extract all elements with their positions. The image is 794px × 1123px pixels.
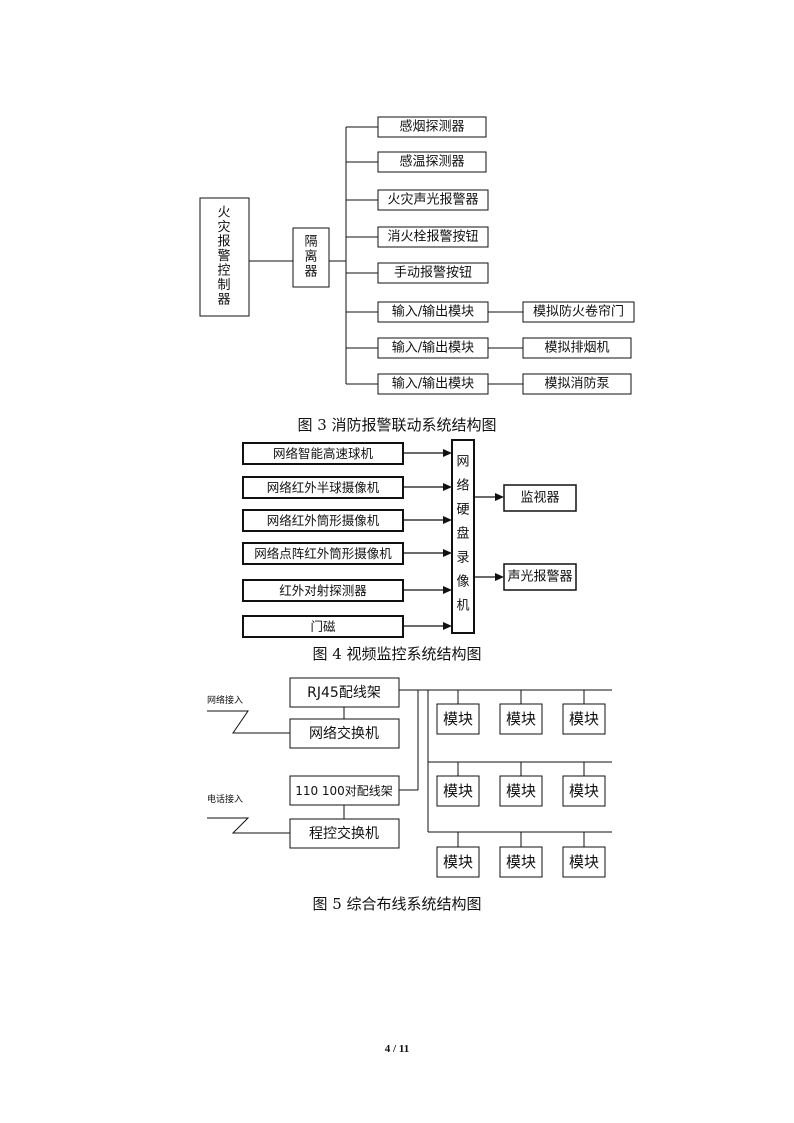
arrow-head [443,586,452,594]
controller-label-char: 报 [217,235,230,250]
video-surveillance-diagram: 网络智能高速球机网络红外半球摄像机网络红外筒形摄像机网络点阵红外筒形摄像机红外对… [242,439,577,638]
controller-label-char: 警 [217,248,230,264]
device-label: 输入/输出模块 [392,376,474,392]
device-box [377,226,489,248]
module-label: 模块 [506,853,536,871]
switch-box [289,718,400,749]
monitor-box [503,484,577,512]
module-label: 模块 [506,782,536,800]
camera-label: 门磁 [310,619,336,634]
linked-device-label: 模拟消防泵 [544,376,609,392]
arrow-head [443,516,452,524]
pbx-label: 程控交换机 [309,825,379,842]
recorder-label-char: 录 [456,551,469,566]
camera-label: 红外对射探测器 [279,583,367,598]
fire-alarm-diagram: 火灾报警控制器隔离器感烟探测器感温探测器火灾声光报警器消火栓报警按钮手动报警按钮… [199,116,635,395]
module-label: 模块 [506,710,536,728]
rj45-label: RJ45配线架 [307,685,381,701]
camera-label: 网络点阵红外筒形摄像机 [254,546,392,561]
recorder-label-char: 盘 [456,526,469,542]
module-label: 模块 [443,782,473,800]
module-box [499,846,543,878]
device-label: 感烟探测器 [399,119,464,135]
module-box [499,775,543,807]
switch-label: 网络交换机 [309,725,379,742]
module-box [562,846,606,878]
controller-label-char: 控 [217,264,230,279]
phone-in-line [207,817,290,834]
device-label: 感温探测器 [399,154,464,170]
recorder-label-char: 硬 [456,503,469,518]
controller-label-char: 灾 [217,219,230,235]
recorder-label-char: 络 [456,478,469,494]
linked-device-box [522,373,632,395]
linked-device-label: 模拟排烟机 [544,341,609,356]
module-label: 模块 [443,853,473,871]
module-box [562,775,606,807]
module-label: 模块 [569,853,599,871]
device-label: 输入/输出模块 [392,340,474,356]
alarm-box [503,563,577,591]
module-box [562,703,606,735]
arrow-head [443,483,452,491]
device-box [377,151,487,173]
fig4-caption: 图 4 视频监控系统结构图 [312,645,482,663]
module-label: 模块 [569,782,599,800]
device-label: 消火栓报警按钮 [387,229,478,245]
device-box [377,116,487,138]
device-box [377,189,489,211]
recorder-label-char: 网 [456,455,469,470]
isolator-label-char: 隔 [304,235,317,250]
fig5-caption: 图 5 综合布线系统结构图 [312,895,482,913]
isolator-box [292,227,330,288]
fig3-caption: 图 3 消防报警联动系统结构图 [297,416,497,434]
device-label: 火灾声光报警器 [387,192,478,208]
linked-device-label: 模拟防火卷帘门 [533,304,624,320]
controller-box [199,197,250,317]
controller-label-char: 火 [217,206,230,221]
isolator-label-char: 离 [304,249,317,265]
frame110-label: 110 100对配线架 [295,784,393,798]
controller-label-char: 器 [217,293,230,308]
recorder-box [451,439,475,634]
camera-label: 网络智能高速球机 [273,446,374,461]
cabling-diagram: RJ45配线架网络交换机110 100对配线架程控交换机网络接入电话接入模块模块… [207,677,612,878]
phone-in-label: 电话接入 [207,793,243,805]
controller-label-char: 制 [217,278,230,293]
module-box [499,703,543,735]
isolator-label-char: 器 [304,265,317,280]
pbx-box [289,818,400,849]
module-box [436,775,480,807]
device-box [377,262,489,284]
recorder-label-char: 像 [456,575,469,590]
network-in-label: 网络接入 [207,694,243,706]
camera-label: 网络红外半球摄像机 [267,480,380,495]
module-label: 模块 [443,710,473,728]
module-label: 模块 [569,710,599,728]
arrow-head [443,449,452,457]
device-label: 手动报警按钮 [394,265,472,281]
recorder-label-char: 机 [456,599,469,614]
network-in-line [207,710,290,734]
page-number: 4 / 11 [384,1043,410,1055]
arrow-head [495,573,504,581]
module-box [436,846,480,878]
alarm-label: 声光报警器 [507,569,572,585]
rj45-box [289,677,400,708]
device-label: 输入/输出模块 [392,304,474,320]
arrow-head [443,549,452,557]
linked-device-box [522,337,632,359]
linked-device-box [522,301,635,323]
module-box [436,703,480,735]
monitor-label: 监视器 [520,491,559,506]
camera-label: 网络红外筒形摄像机 [267,513,380,528]
arrow-head [495,493,504,501]
arrow-head [443,622,452,630]
